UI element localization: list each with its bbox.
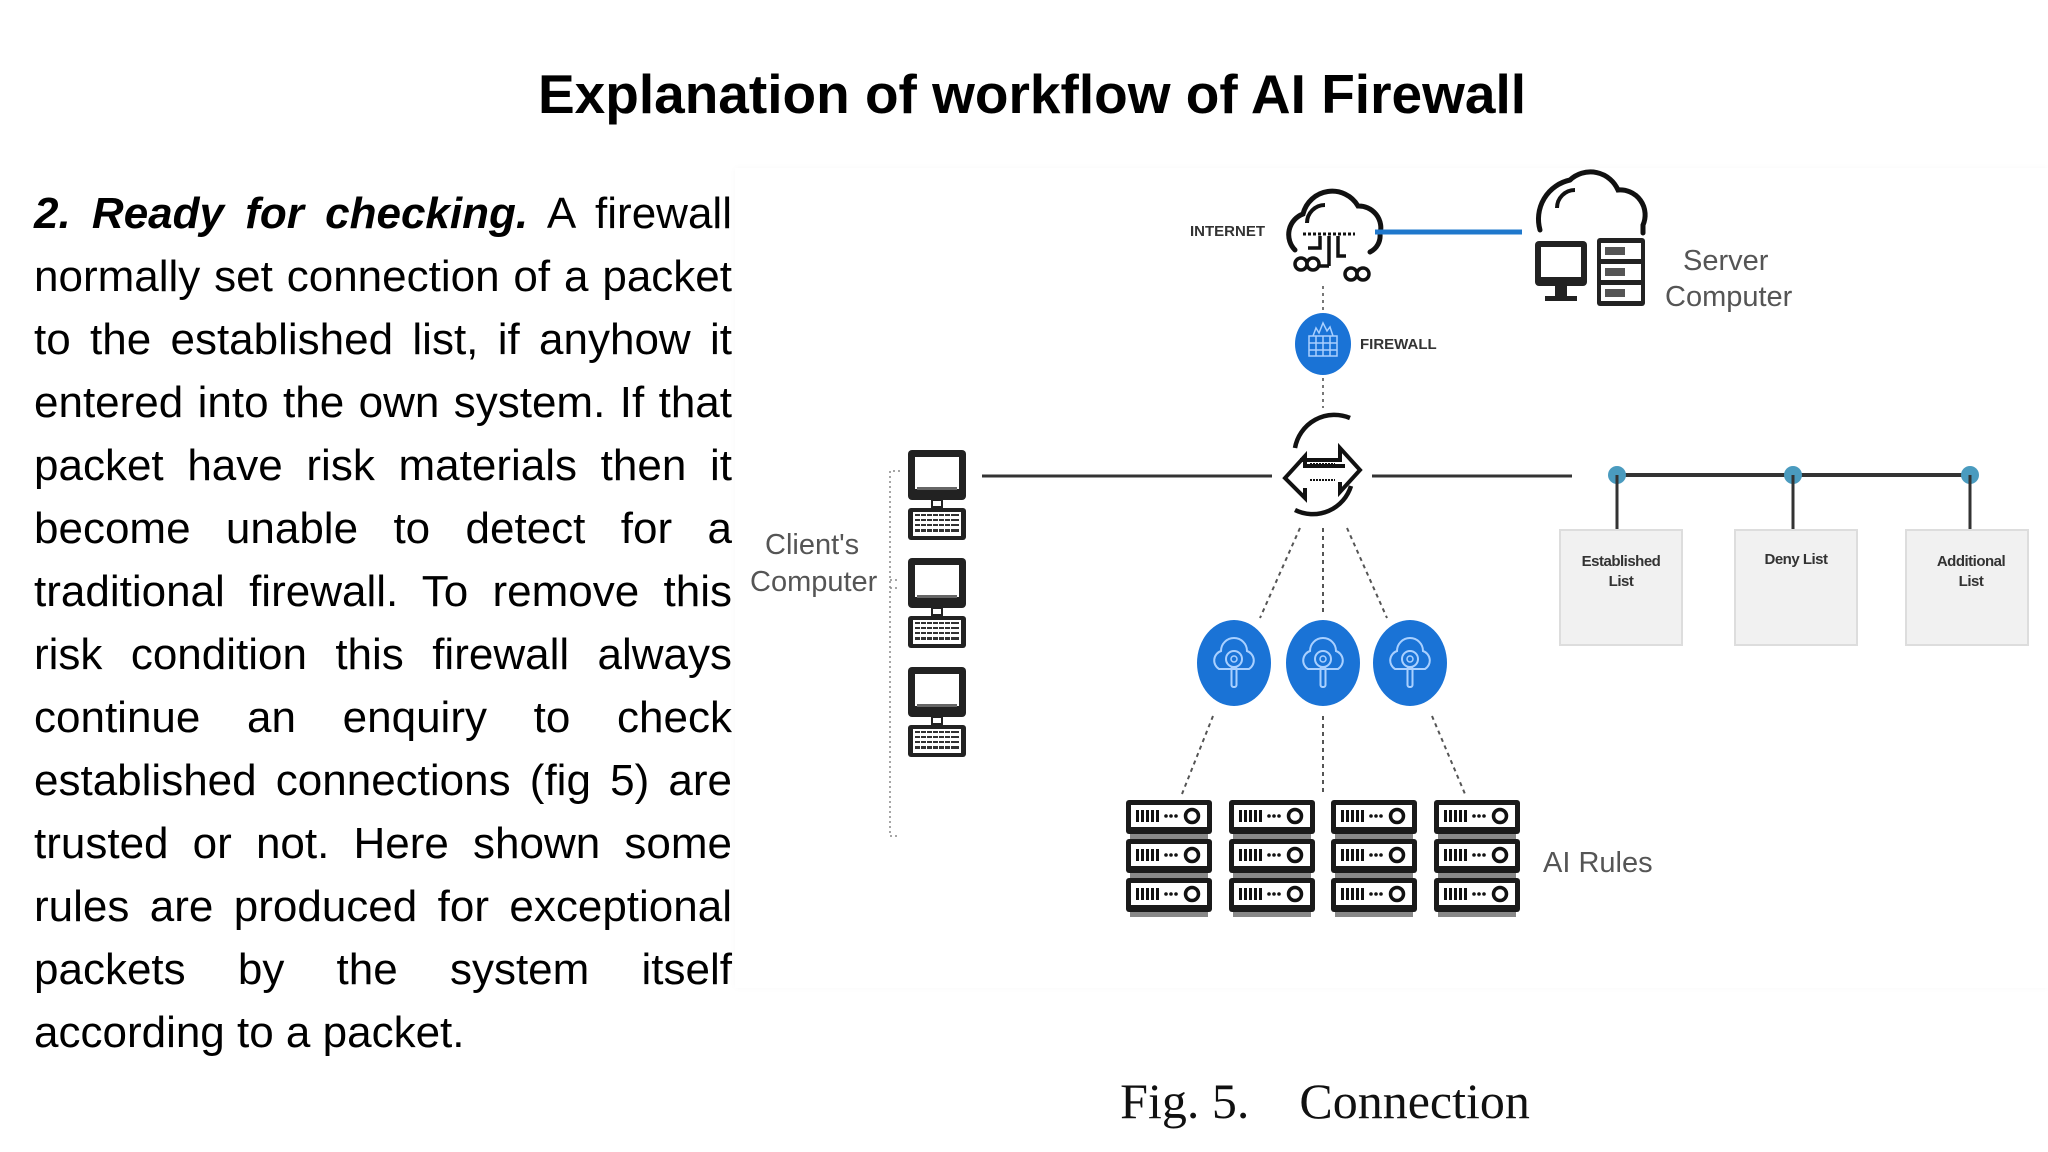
figure-caption: Fig. 5. Connection xyxy=(1120,1073,1530,1129)
connector xyxy=(1181,715,1466,795)
svg-text:List: List xyxy=(1609,573,1634,590)
internet-cloud-icon xyxy=(1286,188,1384,282)
additional-list-box: Additional List xyxy=(1905,529,2029,646)
ai-rules-rack-icon xyxy=(1124,798,1214,919)
client-label-line1: Client's xyxy=(765,529,859,561)
bus-node xyxy=(1961,466,1979,535)
firewall-label: FIREWALL xyxy=(1360,336,1437,353)
bus-node xyxy=(1784,466,1802,535)
slide-title: Explanation of workflow of AI Firewall xyxy=(537,63,1527,125)
internet-label: INTERNET xyxy=(1190,223,1265,240)
ai-rules-rack-icon xyxy=(1432,798,1522,919)
ai-rules-rack-icon xyxy=(1227,798,1317,919)
router-exchange-icon xyxy=(1282,412,1363,517)
paragraph-text: A firewall normally set connection of a … xyxy=(34,189,732,1057)
body-paragraph: 2. Ready for checking. A firewall normal… xyxy=(34,182,732,1064)
svg-text:Established: Established xyxy=(1582,553,1661,570)
bus-node xyxy=(1608,466,1626,535)
client-label-line2: Computer xyxy=(750,566,878,598)
deny-list-box: Deny List xyxy=(1734,529,1858,646)
firewall-icon xyxy=(1295,313,1351,375)
paragraph-lead: 2. Ready for checking. xyxy=(34,189,529,238)
established-list-box: Established List xyxy=(1559,529,1683,646)
server-computer-icon xyxy=(1535,169,1648,306)
client-bracket xyxy=(889,470,900,837)
client-computer-icon xyxy=(908,667,966,757)
server-label-line1: Server xyxy=(1683,245,1769,277)
connector xyxy=(1259,527,1388,619)
svg-text:List: List xyxy=(1959,573,1984,590)
client-computer-icon xyxy=(908,558,966,648)
client-computer-icon xyxy=(908,450,966,540)
svg-text:Additional: Additional xyxy=(1937,553,2006,570)
ai-node-icon xyxy=(1196,619,1272,707)
ai-rules-rack-icon xyxy=(1329,798,1419,919)
ai-rules-label: AI Rules xyxy=(1543,847,1653,879)
ai-node-icon xyxy=(1285,619,1361,707)
server-label-line2: Computer xyxy=(1665,281,1793,313)
svg-text:Deny List: Deny List xyxy=(1764,551,1828,568)
connection-diagram: INTERNET Server Computer FIREWALL xyxy=(735,168,2048,988)
ai-node-icon xyxy=(1372,619,1448,707)
